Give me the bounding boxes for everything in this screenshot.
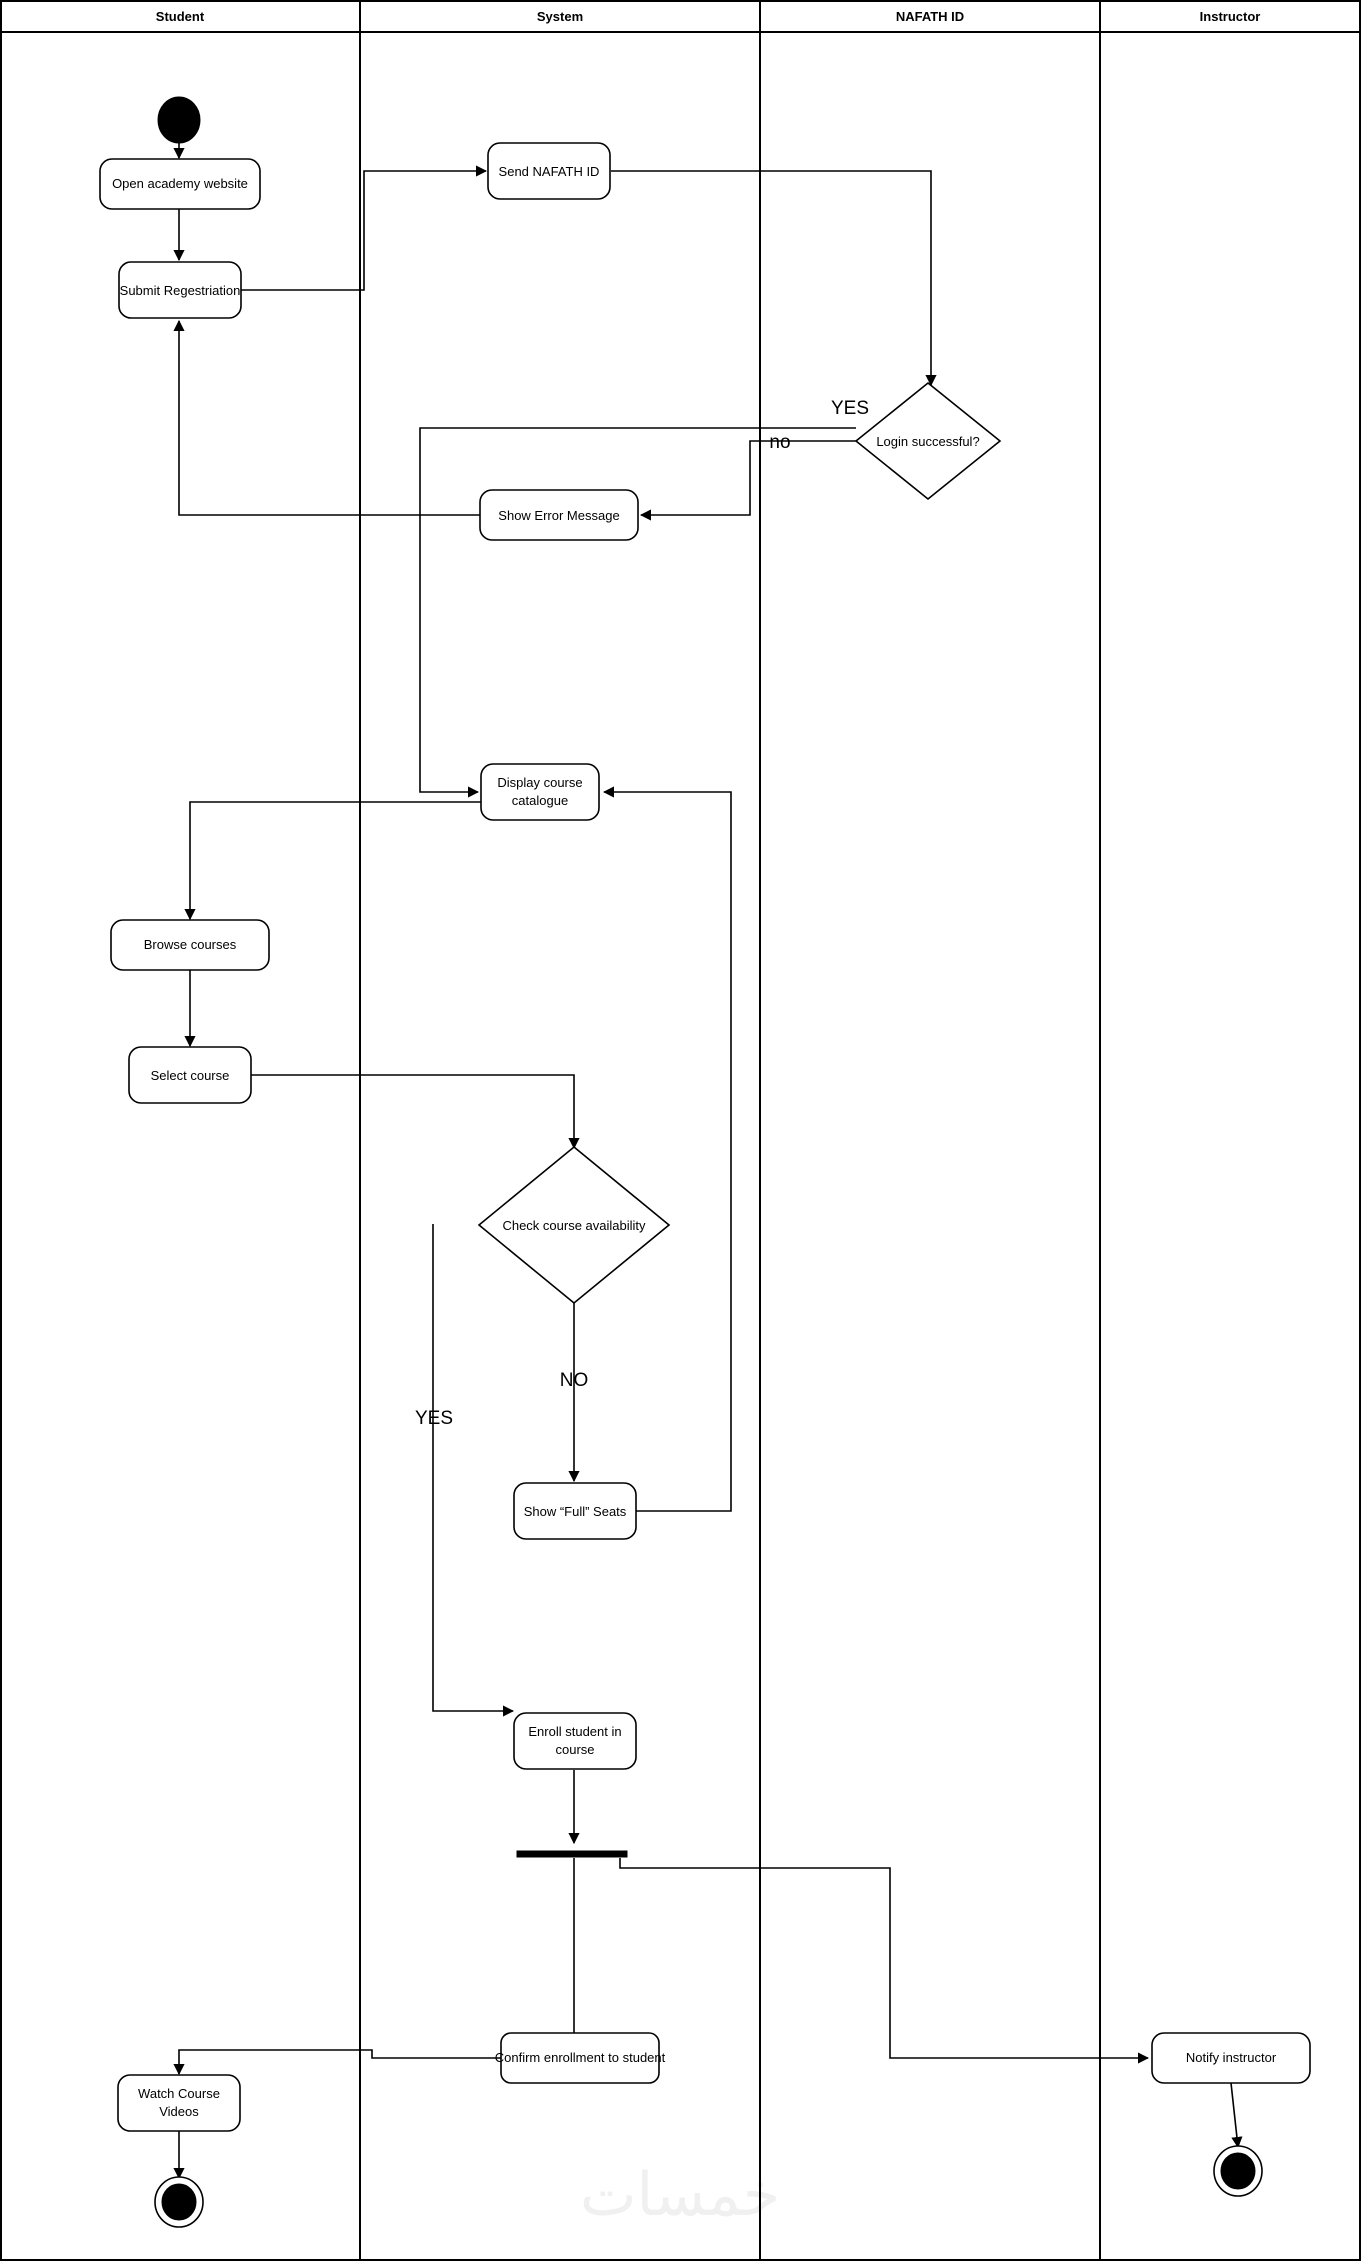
action-shape <box>487 142 611 200</box>
node-final-instructor[interactable] <box>1213 2145 1263 2197</box>
node-label: Check course availability <box>502 1218 646 1233</box>
edge-login-no-to-show-error <box>639 440 856 521</box>
edge-select-to-availability <box>251 1074 580 1150</box>
node-label-line2: catalogue <box>512 793 568 808</box>
lane-header-system: System <box>537 9 583 24</box>
lane-header-student: Student <box>156 9 205 24</box>
edge-confirm-to-watch <box>173 2049 501 2076</box>
final-node-core <box>161 2183 197 2221</box>
edge-login-yes-to-display-catalogue <box>419 427 856 798</box>
node-label: Send NAFATH ID <box>499 164 600 179</box>
node-browse-courses[interactable]: Browse courses <box>110 919 270 971</box>
node-label-line2: Videos <box>159 2104 199 2119</box>
action-shape <box>479 489 639 541</box>
node-display-course-catalogue[interactable]: Display course catalogue <box>480 763 600 821</box>
lane-headers: Student System NAFATH ID Instructor <box>156 9 1261 24</box>
edge-label-login-yes: YES <box>831 398 869 419</box>
connectors <box>173 140 1243 2180</box>
action-shape <box>117 2074 241 2132</box>
node-label-line1: Display course <box>497 775 582 790</box>
edge-availability-yes-to-enroll <box>432 1224 515 1717</box>
edge-notify-to-final <box>1230 2082 1243 2149</box>
action-shape <box>500 2032 660 2084</box>
action-shape <box>110 919 270 971</box>
edge-label-availability-no: NO <box>560 1370 589 1391</box>
node-label-line2: course <box>555 1742 594 1757</box>
node-send-nafath-id[interactable]: Send NAFATH ID <box>487 142 611 200</box>
node-label: Submit Regestriation <box>120 283 241 298</box>
final-node-core <box>1220 2152 1256 2190</box>
node-confirm-enrollment-to-student[interactable]: Confirm enrollment to student <box>495 2032 666 2084</box>
edge-label-login-no: no <box>769 432 790 453</box>
node-label: Show “Full” Seats <box>524 1504 627 1519</box>
fork-bar-shape <box>516 1850 628 1858</box>
node-enroll-student-in-course[interactable]: Enroll student in course <box>513 1712 637 1770</box>
edge-label-availability-yes: YES <box>415 1408 453 1429</box>
node-initial-start[interactable] <box>157 96 201 144</box>
watermark-text: خمسات <box>580 2160 780 2230</box>
initial-node-icon <box>157 96 201 144</box>
decision-shape <box>854 381 1002 501</box>
edge-show-error-to-submit <box>173 319 480 516</box>
action-shape <box>1151 2032 1311 2084</box>
node-label: Browse courses <box>144 937 237 952</box>
node-label: Confirm enrollment to student <box>495 2050 666 2065</box>
node-show-full-seats[interactable]: Show “Full” Seats <box>513 1482 637 1540</box>
node-watch-course-videos[interactable]: Watch Course Videos <box>117 2074 241 2132</box>
node-label: Login successful? <box>876 434 979 449</box>
lane-dividers <box>359 1 1101 2260</box>
node-show-error-message[interactable]: Show Error Message <box>479 489 639 541</box>
node-notify-instructor[interactable]: Notify instructor <box>1151 2032 1311 2084</box>
action-shape <box>513 1482 637 1540</box>
node-submit-registration[interactable]: Submit Regestriation <box>118 261 242 319</box>
edge-submit-to-send-nafath <box>241 165 488 291</box>
edge-send-nafath-to-login <box>611 170 937 387</box>
action-shape <box>118 261 242 319</box>
node-label-line1: Enroll student in <box>528 1724 621 1739</box>
action-shape <box>99 158 261 210</box>
edge-fork-to-notify <box>619 1858 1150 2064</box>
action-shape <box>128 1046 252 1104</box>
action-shape <box>513 1712 637 1770</box>
node-select-course[interactable]: Select course <box>128 1046 252 1104</box>
edge-display-catalogue-to-browse <box>184 801 481 921</box>
decision-shape <box>477 1145 671 1305</box>
edge-labels: YES no NO YES <box>415 398 869 1429</box>
node-label: Select course <box>151 1068 230 1083</box>
lane-header-nafath-id: NAFATH ID <box>896 9 964 24</box>
node-label: Open academy website <box>112 176 248 191</box>
lane-header-instructor: Instructor <box>1200 9 1261 24</box>
node-final-student[interactable] <box>154 2176 204 2228</box>
node-check-course-availability-decision[interactable]: Check course availability <box>477 1145 671 1305</box>
node-label: Show Error Message <box>498 508 619 523</box>
node-label: Notify instructor <box>1186 2050 1277 2065</box>
node-fork-bar[interactable] <box>516 1850 628 1858</box>
node-label-line1: Watch Course <box>138 2086 220 2101</box>
node-open-academy-website[interactable]: Open academy website <box>99 158 261 210</box>
edge-full-seats-to-display-catalogue <box>602 786 732 1512</box>
action-shape <box>480 763 600 821</box>
node-login-successful-decision[interactable]: Login successful? <box>854 381 1002 501</box>
